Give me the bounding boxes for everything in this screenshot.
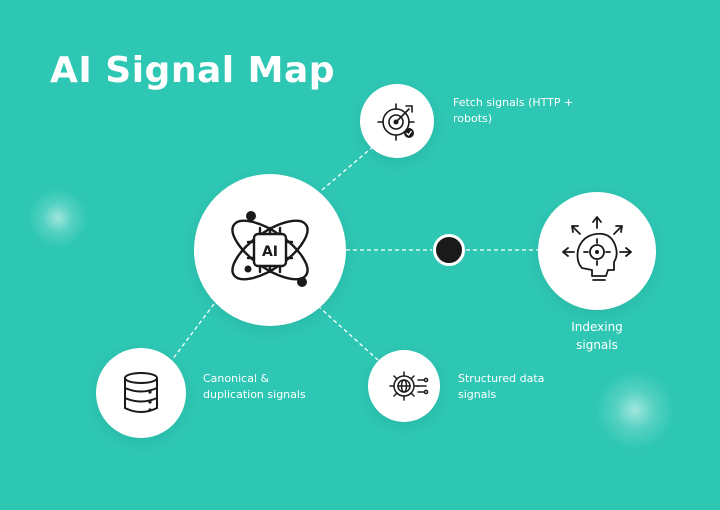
- background-glow: [595, 370, 675, 450]
- indexing-node: [538, 192, 656, 310]
- database-icon: [124, 372, 158, 413]
- center-node: AI: [194, 174, 346, 326]
- ai-chip-label: AI: [262, 244, 278, 260]
- connector-canonical: [171, 303, 215, 361]
- structured-node: [368, 350, 440, 422]
- background-glow: [28, 188, 88, 248]
- indexing-label: Indexing signals: [571, 320, 623, 352]
- gear-head-icon: [562, 216, 632, 281]
- ai-atom-icon: AI: [231, 211, 309, 287]
- gear-globe-icon: [389, 371, 429, 401]
- hub-dot: [433, 234, 465, 266]
- fetch-node: [360, 84, 434, 158]
- connector-fetch: [321, 144, 376, 191]
- target-icon: [377, 103, 415, 141]
- canonical-label: Canonical & duplication signals: [203, 372, 306, 401]
- page-title: AI Signal Map: [50, 50, 336, 91]
- fetch-label: Fetch signals (HTTP + robots): [453, 96, 574, 125]
- structured-label: Structured data signals: [458, 372, 545, 401]
- canonical-node: [96, 348, 186, 438]
